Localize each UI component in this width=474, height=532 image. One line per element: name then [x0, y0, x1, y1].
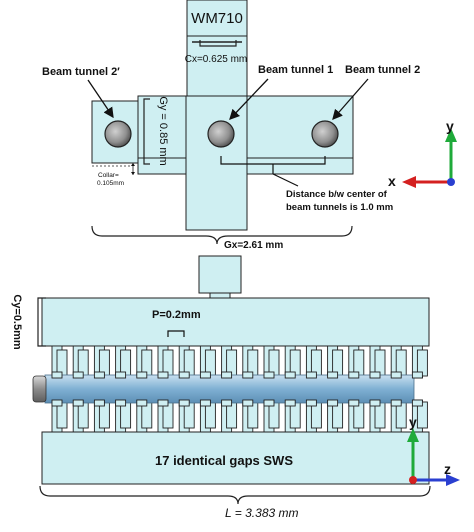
vane-cap-top: [72, 371, 84, 379]
top-view: WM710 Cx=0.625 mm Beam tunnel 2′ Beam tu…: [42, 0, 457, 251]
axis-x-label: x: [388, 173, 396, 189]
vane-cap-bottom: [157, 399, 169, 407]
vane-cap-bottom: [136, 399, 148, 407]
side-coupler: [198, 255, 242, 294]
xy-axis-triad: y x: [388, 118, 457, 189]
vane-cap-bottom: [390, 399, 402, 407]
vane-cap-top: [305, 371, 317, 379]
yz-axis-triad: y z: [407, 414, 460, 486]
length-label: L = 3.383 mm: [225, 506, 299, 520]
side-coupler-neck: [209, 292, 231, 299]
vane-cap-bottom: [369, 399, 381, 407]
vane-cap-bottom: [242, 399, 254, 407]
beam-tunnel-1: [207, 120, 235, 148]
vane-cap-bottom: [305, 399, 317, 407]
vane-cap-bottom: [348, 399, 360, 407]
collar-label-line1: Collar=: [98, 172, 119, 179]
distance-label-line2: beam tunnels is 1.0 mm: [286, 202, 393, 213]
vane-cap-bottom: [51, 399, 63, 407]
coupler-neck: [186, 35, 248, 97]
beam-tunnel-2: [311, 120, 339, 148]
vane-cap-top: [327, 371, 339, 379]
beam-tunnel-1-label: Beam tunnel 1: [258, 64, 333, 76]
bottom-block: [41, 431, 430, 485]
vane-cap-top: [51, 371, 63, 379]
cx-label: Cx=0.625 mm: [185, 54, 248, 65]
vane-cap-bottom: [72, 399, 84, 407]
waveguide-block: [186, 0, 248, 37]
cy-label: Cy=0.5mm: [11, 294, 23, 350]
bottom-stub: [185, 95, 248, 231]
vane-cap-bottom: [411, 399, 423, 407]
vane-cap-bottom: [199, 399, 211, 407]
vane-cap-top: [178, 371, 190, 379]
vane-cap-top: [369, 371, 381, 379]
vane-fronts-group: [51, 371, 423, 407]
gaps-label: 17 identical gaps SWS: [155, 453, 293, 468]
top-block: [41, 297, 430, 347]
vane-cap-top: [199, 371, 211, 379]
vane-cap-bottom: [115, 399, 127, 407]
vane-cap-top: [390, 371, 402, 379]
vane-cap-bottom: [263, 399, 275, 407]
vane-cap-top: [221, 371, 233, 379]
side-view: Cy=0.5mm P=0.2mm 17 identical gaps SWS L…: [11, 255, 460, 520]
waveguide-label: WM710: [191, 10, 243, 27]
vane-cap-bottom: [284, 399, 296, 407]
vane-cap-bottom: [93, 399, 105, 407]
vane-cap-bottom: [327, 399, 339, 407]
distance-label-line1: Distance b/w center of: [286, 189, 388, 200]
beam-tunnel-2prime: [104, 120, 132, 148]
vane-cap-top: [242, 371, 254, 379]
axis-y-label: y: [446, 118, 454, 134]
gy-label: Gy = 0.85 mm: [157, 96, 169, 165]
beam-tunnel-2-label: Beam tunnel 2: [345, 64, 420, 76]
beam-stub: [32, 375, 47, 403]
vane-cap-bottom: [221, 399, 233, 407]
vane-cap-top: [115, 371, 127, 379]
collar-label-line2: 0.105mm: [97, 180, 124, 187]
beam-tunnel-2prime-label: Beam tunnel 2′: [42, 66, 120, 78]
p-label: P=0.2mm: [152, 309, 201, 321]
gx-label: Gx=2.61 mm: [224, 240, 283, 251]
axis-y2-label: y: [409, 414, 417, 430]
vane-cap-top: [263, 371, 275, 379]
vane-cap-top: [136, 371, 148, 379]
axis-z-label: z: [444, 461, 451, 477]
vane-cap-top: [411, 371, 423, 379]
vane-cap-top: [348, 371, 360, 379]
vane-cap-top: [284, 371, 296, 379]
vane-cap-top: [93, 371, 105, 379]
beam-channel: [44, 374, 415, 404]
vane-cap-top: [157, 371, 169, 379]
right-step: [246, 157, 354, 175]
vane-cap-bottom: [178, 399, 190, 407]
